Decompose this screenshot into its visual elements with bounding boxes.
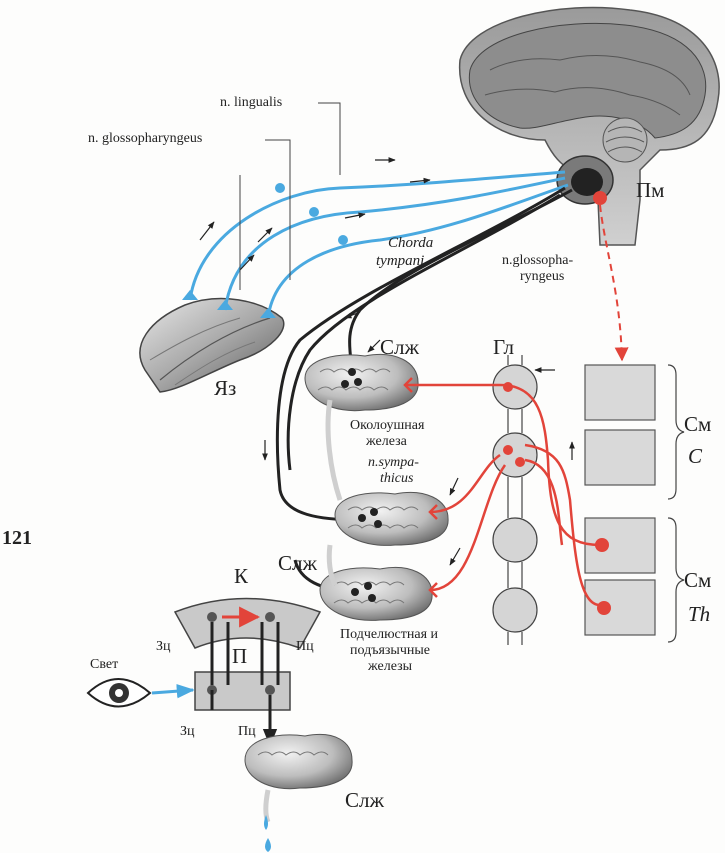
sympathetic-nodes — [503, 382, 611, 615]
label-n-glossopharyngeus-2a: n.glossopha- — [502, 253, 574, 268]
receptor-endings — [182, 183, 348, 318]
label-n-glossopharyngeus-2b: ryngeus — [520, 269, 565, 284]
label-n-lingualis: n. lingualis — [220, 95, 283, 110]
label-slzh-top: Слж — [380, 335, 419, 359]
label-gl: Гл — [493, 335, 515, 359]
cerebellum — [602, 117, 648, 163]
label-sympathicus-2: thicus — [380, 471, 414, 486]
figure-number: 121 — [2, 527, 32, 549]
label-c: C — [688, 444, 703, 468]
label-sympathicus-1: n.sympa- — [368, 455, 419, 470]
label-yaz: Яз — [214, 376, 237, 400]
subcortex-block — [194, 671, 291, 711]
label-k: К — [234, 564, 249, 588]
label-pc-bottom: Пц — [238, 724, 256, 739]
submandibular-gland — [334, 492, 449, 546]
label-n-glossopharyngeus: n. glossopharyngeus — [88, 131, 203, 146]
sympathetic-fibers — [405, 383, 601, 607]
descending-pathway — [599, 204, 629, 362]
synapse-endings-red — [403, 377, 438, 598]
label-slzh-bottom: Слж — [345, 788, 384, 812]
inset-connections — [210, 622, 280, 747]
label-chorda: Chorda — [388, 235, 434, 251]
duct-lines — [325, 399, 343, 587]
label-zc-bottom: Зц — [180, 724, 195, 739]
label-sm-th: См — [684, 568, 712, 592]
tongue — [139, 297, 285, 393]
label-svet: Свет — [90, 657, 119, 672]
label-parotid-1: Околоушная — [350, 418, 425, 433]
medulla-nucleus — [556, 155, 614, 205]
light-input-line — [151, 684, 195, 699]
segment-braces — [667, 364, 685, 643]
label-zc-left: Зц — [156, 639, 171, 654]
label-parotid-2: железа — [366, 434, 407, 449]
label-pc-right: Пц — [296, 639, 314, 654]
leader-lines — [239, 102, 341, 290]
bottom-gland — [244, 734, 353, 823]
spinal-cord-segments — [584, 364, 656, 636]
label-sm-c: См — [684, 412, 712, 436]
saliva-drops — [264, 815, 271, 852]
label-tympani: tympani — [376, 253, 425, 269]
label-pm: Пм — [636, 178, 665, 202]
label-submandibular-1: Подчелюстная и — [340, 627, 438, 642]
label-p: П — [232, 644, 248, 668]
ganglion-chain — [492, 355, 538, 645]
sublingual-gland — [319, 567, 433, 621]
label-submandibular-2: подъязычные — [350, 643, 430, 658]
label-submandibular-3: железы — [368, 659, 413, 674]
synapse-endings-black — [341, 368, 382, 602]
label-th: Th — [688, 602, 711, 626]
label-slzh-mid: Слж — [278, 551, 317, 575]
eye-icon — [86, 678, 152, 708]
